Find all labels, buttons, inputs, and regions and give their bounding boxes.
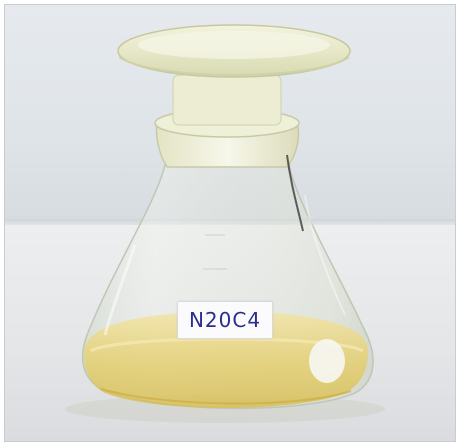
flask-illustration: [65, 24, 385, 423]
glass-crack: [286, 154, 304, 232]
stopper-stem: [172, 74, 282, 126]
flask-label-text: N20C4: [188, 308, 262, 332]
flask-label: N20C4: [177, 301, 273, 339]
reflection-spot: [309, 339, 345, 383]
liquid: [83, 311, 368, 408]
photo-frame: N20C4: [4, 4, 456, 442]
